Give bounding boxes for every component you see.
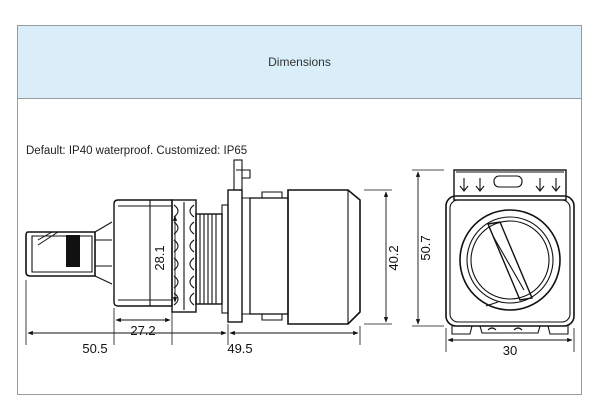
contact-block (242, 189, 361, 325)
front-view (412, 169, 575, 352)
dim-total-length: 50.5 (82, 341, 107, 356)
dim-thread-dia: 28.1 (152, 245, 167, 270)
dim-rear-length: 49.5 (227, 341, 252, 356)
front-cap (113, 199, 173, 307)
waterproof-note: Default: IP40 waterproof. Customized: IP… (26, 145, 248, 157)
page-title: Dimensions (268, 55, 331, 69)
dim-bezel-height: 50.7 (418, 235, 433, 260)
mounting-feet (451, 325, 569, 335)
dim-front-depth: 27.2 (130, 323, 155, 338)
knob-icon (459, 209, 561, 311)
side-view (25, 159, 392, 345)
bezel-outline (445, 195, 575, 327)
knurled-ring (171, 199, 197, 313)
key-icon (25, 221, 113, 285)
header-bar: Dimensions (18, 26, 581, 99)
dim-body-height: 40.2 (386, 245, 401, 270)
mounting-plate (227, 159, 251, 323)
threaded-neck (195, 204, 229, 314)
dim-bezel-width: 30 (503, 343, 517, 358)
